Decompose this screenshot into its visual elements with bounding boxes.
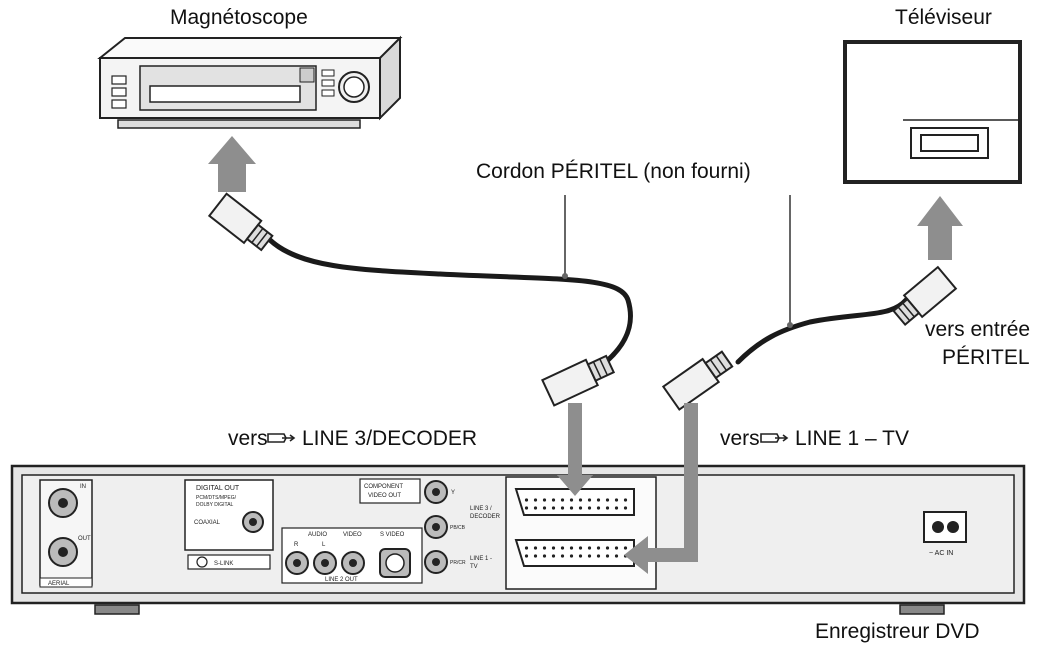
panel-digital-out-label: DIGITAL OUT bbox=[196, 485, 240, 492]
line1-label: LINE 1 – TV bbox=[795, 427, 910, 450]
panel-line3-label-b: DECODER bbox=[470, 514, 501, 520]
panel-ant-in-label: IN bbox=[80, 484, 86, 490]
panel-ant-out-label: OUT bbox=[78, 536, 91, 542]
panel-line1-label-a: LINE 1 - bbox=[470, 556, 492, 562]
vcr-label: Magnétoscope bbox=[170, 6, 308, 29]
panel-labels: IN OUT AERIAL DIGITAL OUT PCM/DTS/MPEG/ … bbox=[48, 484, 953, 587]
scart-input-icon bbox=[760, 433, 789, 443]
panel-digital-out-sub1: PCM/DTS/MPEG/ bbox=[196, 495, 237, 501]
panel-y-label: Y bbox=[451, 490, 455, 496]
panel-s-link-label: S-LINK bbox=[214, 561, 233, 567]
scart-cable-2 bbox=[735, 297, 909, 365]
line3-label: LINE 3/DECODER bbox=[302, 427, 478, 450]
tv-label: Téléviseur bbox=[895, 6, 992, 29]
panel-line3-label-a: LINE 3 / bbox=[470, 506, 492, 512]
panel-component-label-1: COMPONENT bbox=[364, 484, 403, 490]
panel-component-label-2: VIDEO OUT bbox=[368, 493, 401, 499]
panel-audio-label: AUDIO bbox=[308, 532, 327, 538]
tv-device bbox=[843, 40, 1022, 184]
panel-coaxial-label: COAXIAL bbox=[194, 520, 221, 526]
scart-plug-line1 bbox=[661, 350, 734, 411]
panel-video-label: VIDEO bbox=[343, 532, 362, 538]
panel-aerial-label: AERIAL bbox=[48, 581, 70, 587]
panel-pb-label: PB/CB bbox=[450, 525, 466, 531]
vcr-device bbox=[97, 35, 403, 129]
arrow-to-vcr bbox=[208, 136, 256, 192]
tv-input-label-line2: PÉRITEL bbox=[942, 346, 1030, 369]
arrow-to-line3 bbox=[557, 403, 593, 496]
panel-digital-out-sub2: DOLBY DIGITAL bbox=[196, 502, 234, 508]
panel-line1-label-b: TV bbox=[470, 564, 478, 570]
line3-prefix-label: vers bbox=[228, 427, 268, 450]
scart-plug-vcr bbox=[207, 192, 274, 252]
panel-ac-in-label: ~ AC IN bbox=[929, 550, 953, 557]
line1-prefix-label: vers bbox=[720, 427, 760, 450]
scart-cable-1 bbox=[267, 237, 633, 363]
scart-plug-line3 bbox=[541, 354, 616, 407]
dvd-recorder bbox=[10, 464, 1026, 615]
panel-r-label: R bbox=[294, 542, 299, 548]
scart-input-icon bbox=[267, 433, 296, 443]
panel-l-label: L bbox=[322, 542, 326, 548]
panel-line2-out-label: LINE 2 OUT bbox=[325, 577, 358, 583]
arrow-to-line1 bbox=[624, 403, 698, 574]
panel-pr-label: PR/CR bbox=[450, 560, 466, 566]
recorder-label: Enregistreur DVD bbox=[815, 620, 980, 643]
arrow-to-tv bbox=[917, 196, 963, 260]
scart-plug-tv bbox=[892, 265, 958, 327]
panel-s-video-label: S VIDEO bbox=[380, 532, 405, 538]
cable-label: Cordon PÉRITEL (non fourni) bbox=[476, 160, 751, 183]
tv-input-label-line1: vers entrée bbox=[925, 318, 1031, 341]
